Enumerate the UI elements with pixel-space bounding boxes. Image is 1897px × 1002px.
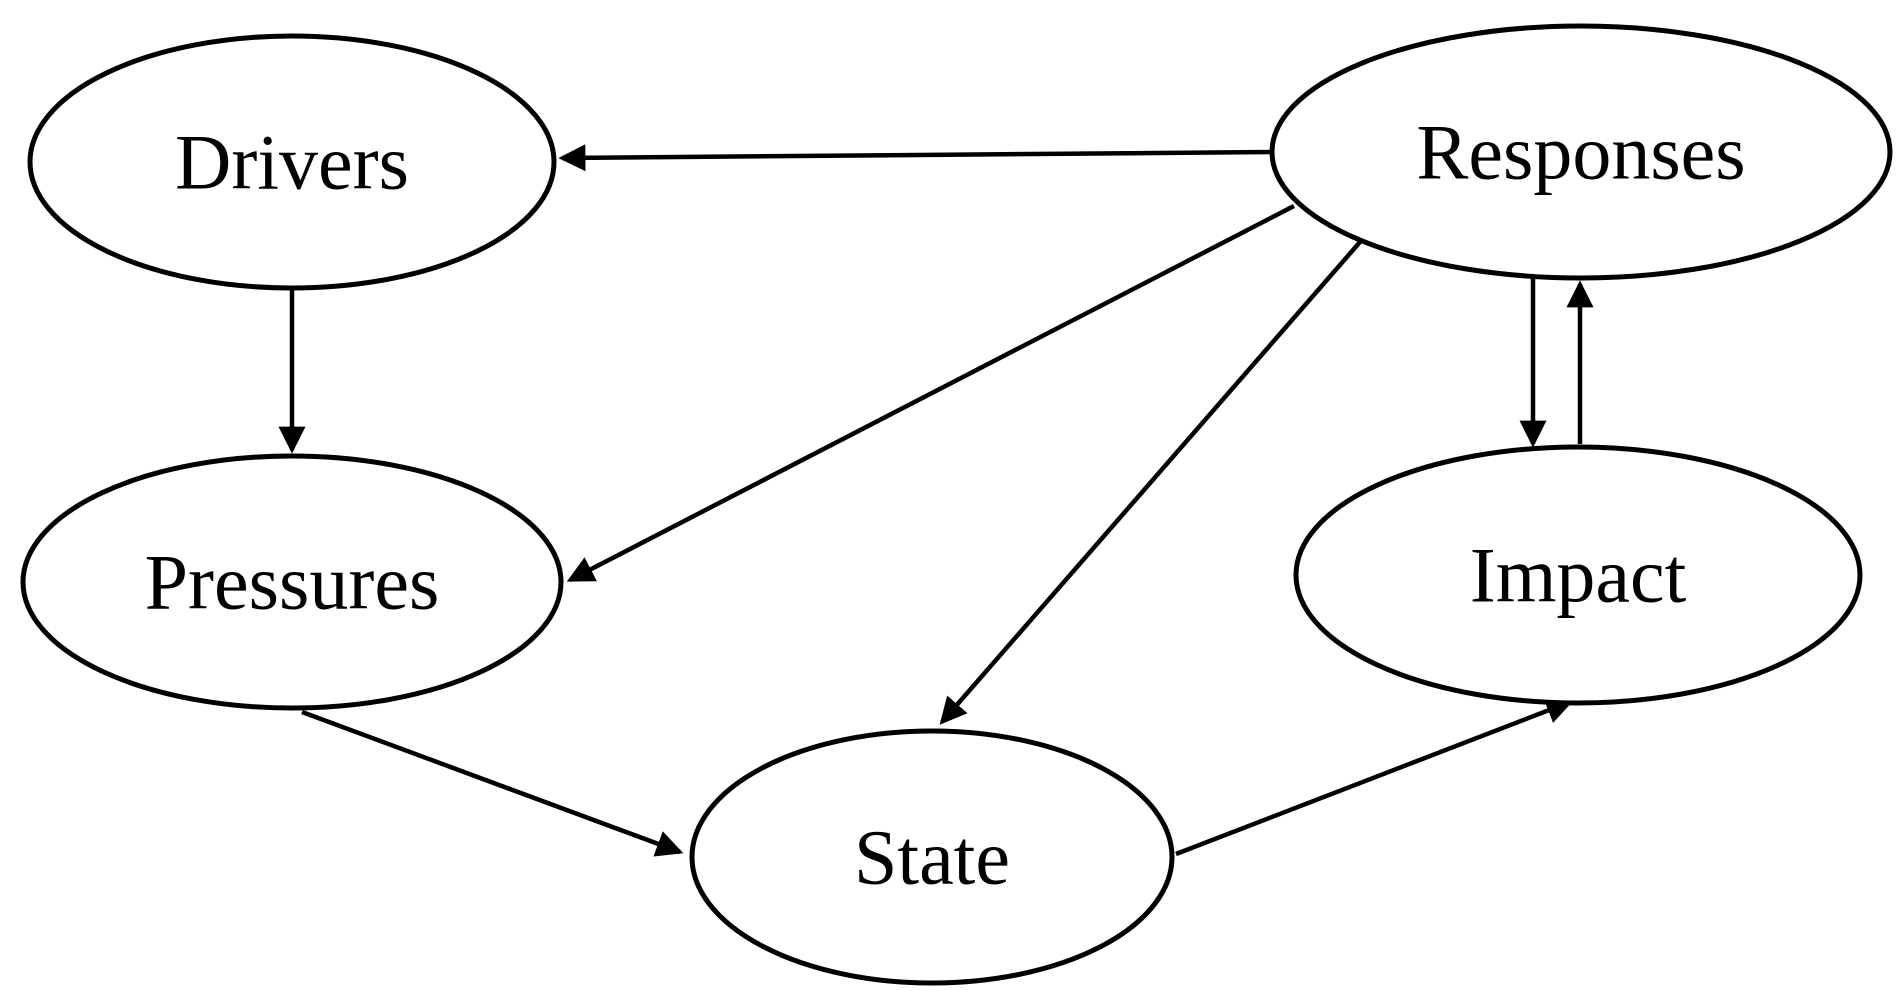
node-state-shape <box>689 728 1175 986</box>
node-pressures: Pressures <box>20 453 564 711</box>
node-responses-label: Responses <box>1416 109 1745 196</box>
edge-responses-to-pressures <box>566 204 1296 582</box>
edge-state-to-impact <box>1175 697 1574 857</box>
node-drivers-label: Drivers <box>175 119 409 206</box>
node-impact: Impact <box>1293 444 1863 706</box>
node-drivers-shape <box>27 33 557 291</box>
node-pressures-shape <box>20 453 564 711</box>
node-state-label: State <box>854 814 1010 901</box>
node-drivers: Drivers <box>27 33 557 291</box>
edge-pressures-to-state <box>301 709 684 857</box>
edges <box>278 144 1594 857</box>
edge-responses-to-state <box>939 240 1362 725</box>
node-state: State <box>689 728 1175 986</box>
edge-responses-to-drivers <box>558 144 1273 172</box>
node-impact-label: Impact <box>1470 532 1687 619</box>
node-impact-shape <box>1293 444 1863 706</box>
node-responses-shape <box>1269 23 1893 281</box>
node-responses: Responses <box>1269 23 1893 281</box>
node-pressures-label: Pressures <box>145 539 440 626</box>
